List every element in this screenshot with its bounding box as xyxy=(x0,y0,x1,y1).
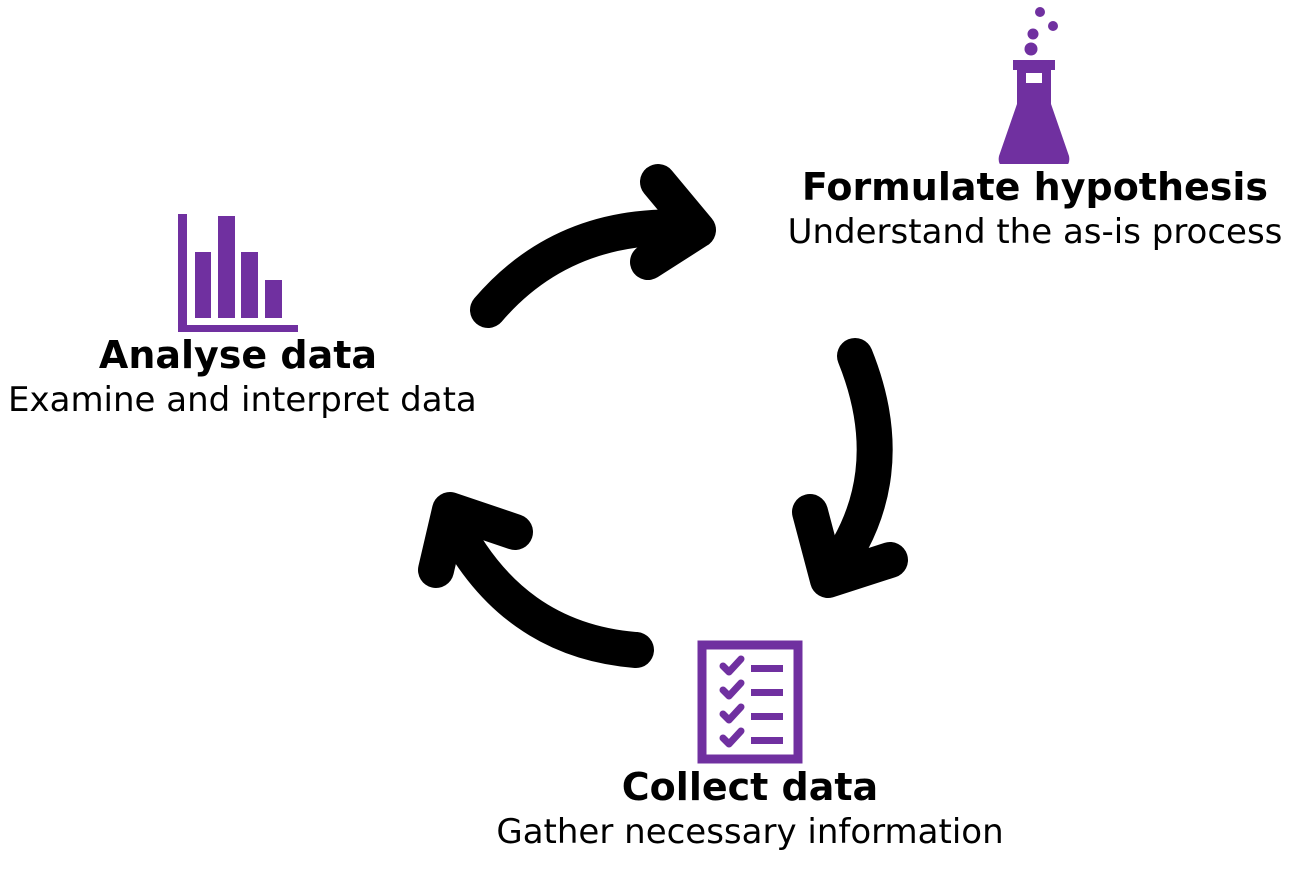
checklist-icon xyxy=(697,640,803,764)
collect-subtitle: Gather necessary information xyxy=(496,812,1004,852)
step-collect-data: Collect data Gather necessary informatio… xyxy=(450,640,1050,854)
step-formulate-hypothesis: Formulate hypothesis Understand the as-i… xyxy=(760,4,1310,254)
analyse-title: Analyse data xyxy=(98,333,378,377)
collect-title: Collect data xyxy=(621,765,879,809)
step-analyse-data: Analyse data Examine and interpret data xyxy=(8,214,477,422)
bar-chart-icon xyxy=(178,214,298,332)
arrow-formulate-to-collect xyxy=(792,338,908,598)
flask-icon xyxy=(998,7,1070,164)
analyse-subtitle: Examine and interpret data xyxy=(8,380,477,420)
formulate-title: Formulate hypothesis xyxy=(801,165,1269,209)
arrow-collect-to-analyse xyxy=(418,492,654,668)
arrow-analyse-to-formulate xyxy=(470,164,716,328)
formulate-subtitle: Understand the as-is process xyxy=(787,212,1283,252)
